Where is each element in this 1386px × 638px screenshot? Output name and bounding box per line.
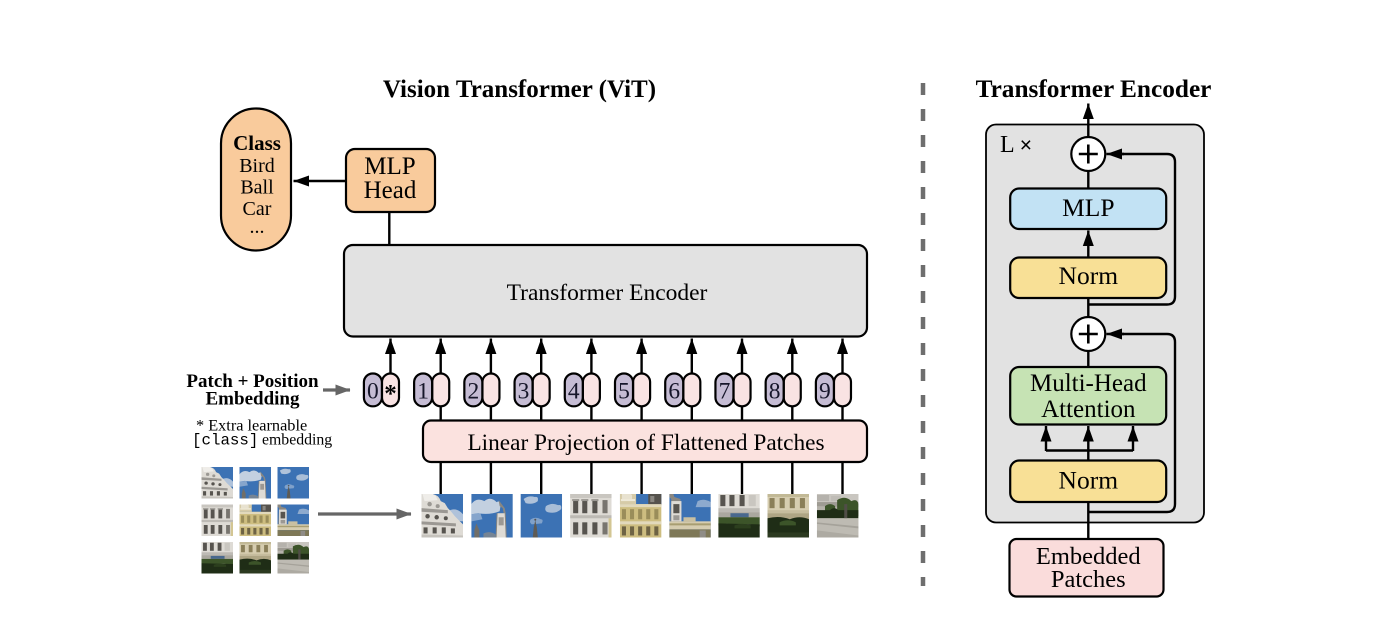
svg-text:embedding: embedding: [262, 432, 332, 449]
svg-text:3: 3: [518, 379, 530, 405]
svg-text:* Extra learnable: * Extra learnable: [196, 416, 307, 435]
svg-text:Head: Head: [364, 177, 417, 204]
svg-text:Embedded: Embedded: [1036, 543, 1141, 570]
svg-text:Vision Transformer (ViT): Vision Transformer (ViT): [383, 76, 656, 103]
svg-text:8: 8: [769, 379, 781, 405]
svg-text:Car: Car: [243, 198, 272, 220]
svg-text:Transformer Encoder: Transformer Encoder: [507, 280, 708, 306]
svg-text:0: 0: [367, 379, 379, 405]
svg-text:MLP: MLP: [364, 153, 415, 180]
svg-text:Patch + Position: Patch + Position: [186, 371, 319, 392]
svg-text:*: *: [384, 381, 397, 408]
svg-text:4: 4: [568, 379, 580, 405]
svg-text:Patches: Patches: [1051, 566, 1126, 593]
svg-text:1: 1: [417, 379, 429, 405]
svg-text:Bird: Bird: [239, 155, 275, 177]
svg-text:Linear Projection of Flattened: Linear Projection of Flattened Patches: [467, 430, 824, 456]
svg-text:[class]: [class]: [192, 432, 258, 450]
svg-text:Norm: Norm: [1059, 261, 1119, 290]
svg-text:Ball: Ball: [240, 177, 274, 199]
svg-text:L ×: L ×: [1000, 132, 1032, 158]
svg-text:5: 5: [618, 379, 630, 405]
svg-text:Attention: Attention: [1041, 396, 1136, 423]
svg-text:Multi-Head: Multi-Head: [1030, 370, 1147, 397]
svg-text:2: 2: [467, 379, 479, 405]
svg-text:Class: Class: [233, 131, 281, 155]
svg-text:Norm: Norm: [1059, 466, 1119, 495]
svg-text:6: 6: [668, 379, 680, 405]
svg-text:Transformer Encoder: Transformer Encoder: [976, 75, 1212, 103]
svg-text:9: 9: [819, 379, 831, 405]
svg-text:...: ...: [250, 216, 265, 238]
svg-text:MLP: MLP: [1062, 193, 1114, 222]
svg-text:Embedding: Embedding: [206, 389, 300, 410]
svg-text:7: 7: [719, 379, 731, 405]
